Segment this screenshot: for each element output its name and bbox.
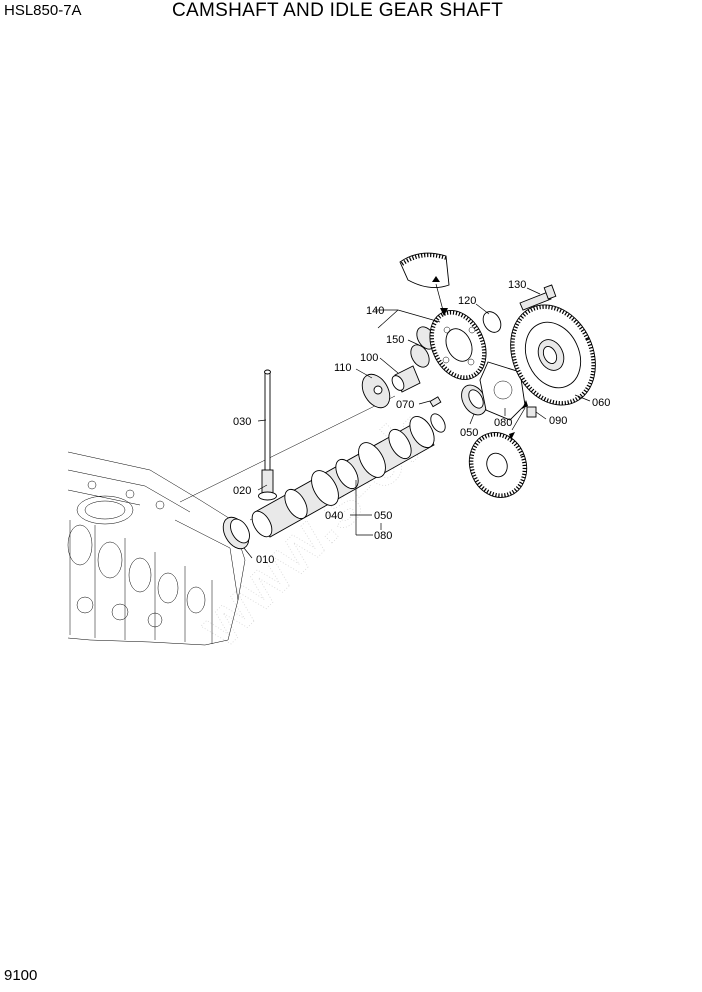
callout-010: 010 bbox=[256, 554, 274, 566]
callout-150: 150 bbox=[386, 334, 404, 346]
callout-060: 060 bbox=[592, 397, 610, 409]
lower-crank-gear bbox=[468, 432, 528, 498]
page-title: CAMSHAFT AND IDLE GEAR SHAFT bbox=[172, 0, 504, 21]
part-020-tappet bbox=[258, 469, 277, 501]
part-060-cam-gear bbox=[510, 304, 596, 406]
callout-020: 020 bbox=[233, 485, 251, 497]
part-100-bushing bbox=[391, 365, 421, 393]
part-050-bearing bbox=[461, 384, 487, 416]
callout-080-group: 080 bbox=[374, 530, 392, 542]
callout-080: 080 bbox=[494, 417, 512, 429]
part-070-key bbox=[429, 396, 442, 408]
part-110-idle-shaft bbox=[361, 373, 391, 409]
leader-lines bbox=[243, 287, 591, 559]
model-code: HSL850-7A bbox=[4, 2, 82, 19]
upper-gear-partial bbox=[399, 252, 450, 289]
callout-040: 040 bbox=[325, 510, 343, 522]
callout-050-group: 050 bbox=[374, 510, 392, 522]
callout-100: 100 bbox=[360, 352, 378, 364]
callout-050: 050 bbox=[460, 427, 478, 439]
part-010-bushing bbox=[222, 516, 250, 550]
engine-block bbox=[67, 451, 246, 646]
part-140-idle-gear bbox=[429, 310, 487, 380]
part-130-bolt bbox=[519, 284, 557, 311]
callout-070: 070 bbox=[396, 399, 414, 411]
callout-labels: 010 020 030 040 050 080 050 060 070 080 … bbox=[233, 279, 610, 566]
callout-120: 120 bbox=[458, 295, 476, 307]
part-030-rod bbox=[264, 369, 271, 481]
callout-090: 090 bbox=[549, 415, 567, 427]
part-040-camshaft bbox=[251, 413, 446, 538]
part-090-bolt bbox=[526, 406, 537, 418]
part-120-plate bbox=[482, 311, 502, 333]
callout-110: 110 bbox=[334, 362, 352, 374]
callout-130: 130 bbox=[508, 279, 526, 291]
callout-140: 140 bbox=[366, 305, 384, 317]
callout-030: 030 bbox=[233, 416, 251, 428]
page-number: 9100 bbox=[4, 967, 38, 984]
